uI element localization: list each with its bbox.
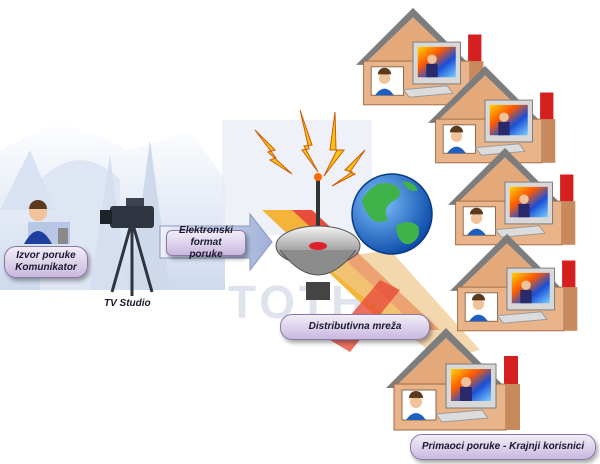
label-tv-studio: TV Studio bbox=[104, 298, 151, 309]
receiver-house-5 bbox=[385, 327, 521, 431]
tv-camera-icon bbox=[100, 198, 154, 296]
receiver-house-4 bbox=[449, 233, 578, 332]
label-electronic-format: Elektronski format poruke bbox=[166, 225, 246, 260]
signal-lightning-icon bbox=[254, 109, 366, 187]
transmitter-antenna-icon bbox=[275, 173, 361, 300]
label-source: Izvor poruke Komunikator bbox=[4, 246, 88, 278]
label-receivers: Primaoci poruke - Krajnji korisnici bbox=[410, 434, 596, 460]
presenter-icon bbox=[24, 200, 70, 244]
globe-icon bbox=[351, 173, 433, 255]
label-distribution-network: Distributivna mreža bbox=[280, 314, 430, 340]
